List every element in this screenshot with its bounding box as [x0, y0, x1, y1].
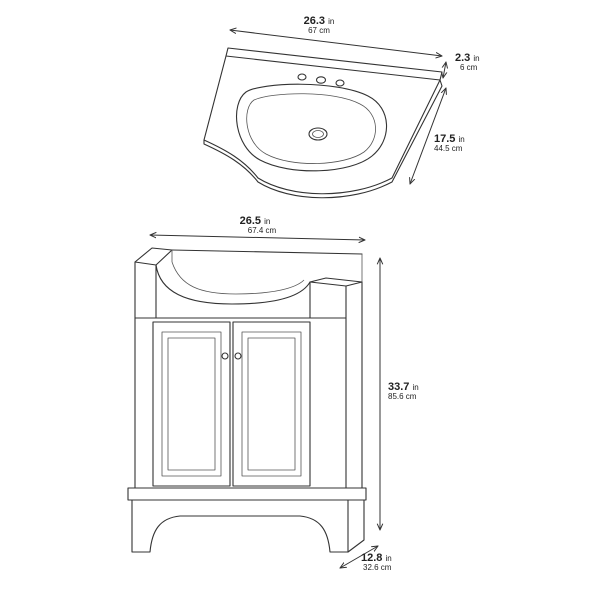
right-door-panel-outer	[241, 331, 302, 477]
cabinet-apron-back	[171, 261, 305, 295]
cabinet-depth-dimension: 12.8 in 32.6 cm	[340, 546, 392, 572]
cabinet-width-inches: 26.5 in	[240, 215, 271, 227]
cabinet-base-side	[347, 499, 365, 553]
cabinet-right-top	[309, 277, 363, 287]
cabinet-back-top-edge	[171, 249, 363, 255]
sink-width-cm: 67 cm	[308, 26, 330, 35]
drain-inner	[312, 130, 324, 138]
left-door-knob	[221, 352, 229, 360]
sink-thickness-cm: 6 cm	[460, 63, 478, 72]
cabinet-face-frame	[134, 317, 347, 489]
sink-depth-arrow	[410, 88, 446, 184]
cabinet-back-panel	[171, 250, 363, 282]
sink-thickness-arrow	[443, 62, 446, 78]
right-door-panel-inner	[247, 337, 296, 471]
cabinet-width-cm: 67.4 cm	[248, 226, 277, 235]
cabinet-base	[131, 499, 349, 553]
cabinet-width-dimension: 26.5 in 67.4 cm	[150, 215, 365, 240]
sink-depth-dimension: 17.5 in 44.5 cm	[410, 88, 465, 184]
cabinet-apron-curve	[155, 264, 311, 305]
sink-thickness-dimension: 2.3 in 6 cm	[443, 52, 480, 78]
right-door-knob	[234, 352, 242, 360]
cabinet-depth-arrow	[340, 546, 378, 568]
sink-front-edge	[203, 79, 443, 199]
sink-depth-inches: 17.5 in	[434, 133, 465, 145]
sink-basin-rim	[235, 83, 388, 172]
left-door-panel-outer	[161, 331, 222, 477]
cabinet-left-top	[134, 247, 173, 266]
cabinet-depth-inches: 12.8 in	[361, 552, 392, 564]
sink-width-inches: 26.3 in	[304, 15, 335, 27]
faucet-hole-center	[315, 76, 327, 84]
sink-depth-cm: 44.5 cm	[434, 144, 463, 153]
cabinet-height-dimension: 33.7 in 85.6 cm	[380, 258, 419, 530]
sink-top-drawing	[203, 47, 443, 199]
cabinet-right-side	[309, 281, 363, 489]
sink-outer-outline	[203, 55, 441, 195]
left-door	[152, 321, 231, 487]
cabinet-left-front	[134, 261, 157, 489]
cabinet-base-trim	[127, 487, 367, 501]
faucet-hole-right	[335, 79, 345, 87]
sink-width-arrow	[230, 30, 442, 56]
left-door-panel-inner	[167, 337, 216, 471]
right-door	[232, 321, 311, 487]
cabinet-height-cm: 85.6 cm	[388, 392, 417, 401]
sink-basin-inner	[246, 93, 376, 164]
cabinet-height-inches: 33.7 in	[388, 381, 419, 393]
drain-outer	[308, 127, 328, 141]
sink-thickness-inches: 2.3 in	[455, 52, 480, 64]
sink-back-ledge	[225, 47, 443, 81]
sink-width-dimension: 26.3 in 67 cm	[230, 15, 442, 56]
cabinet-depth-cm: 32.6 cm	[363, 563, 392, 572]
cabinet-drawing	[127, 247, 367, 553]
cabinet-width-arrow	[150, 235, 365, 240]
faucet-hole-left	[297, 73, 307, 81]
